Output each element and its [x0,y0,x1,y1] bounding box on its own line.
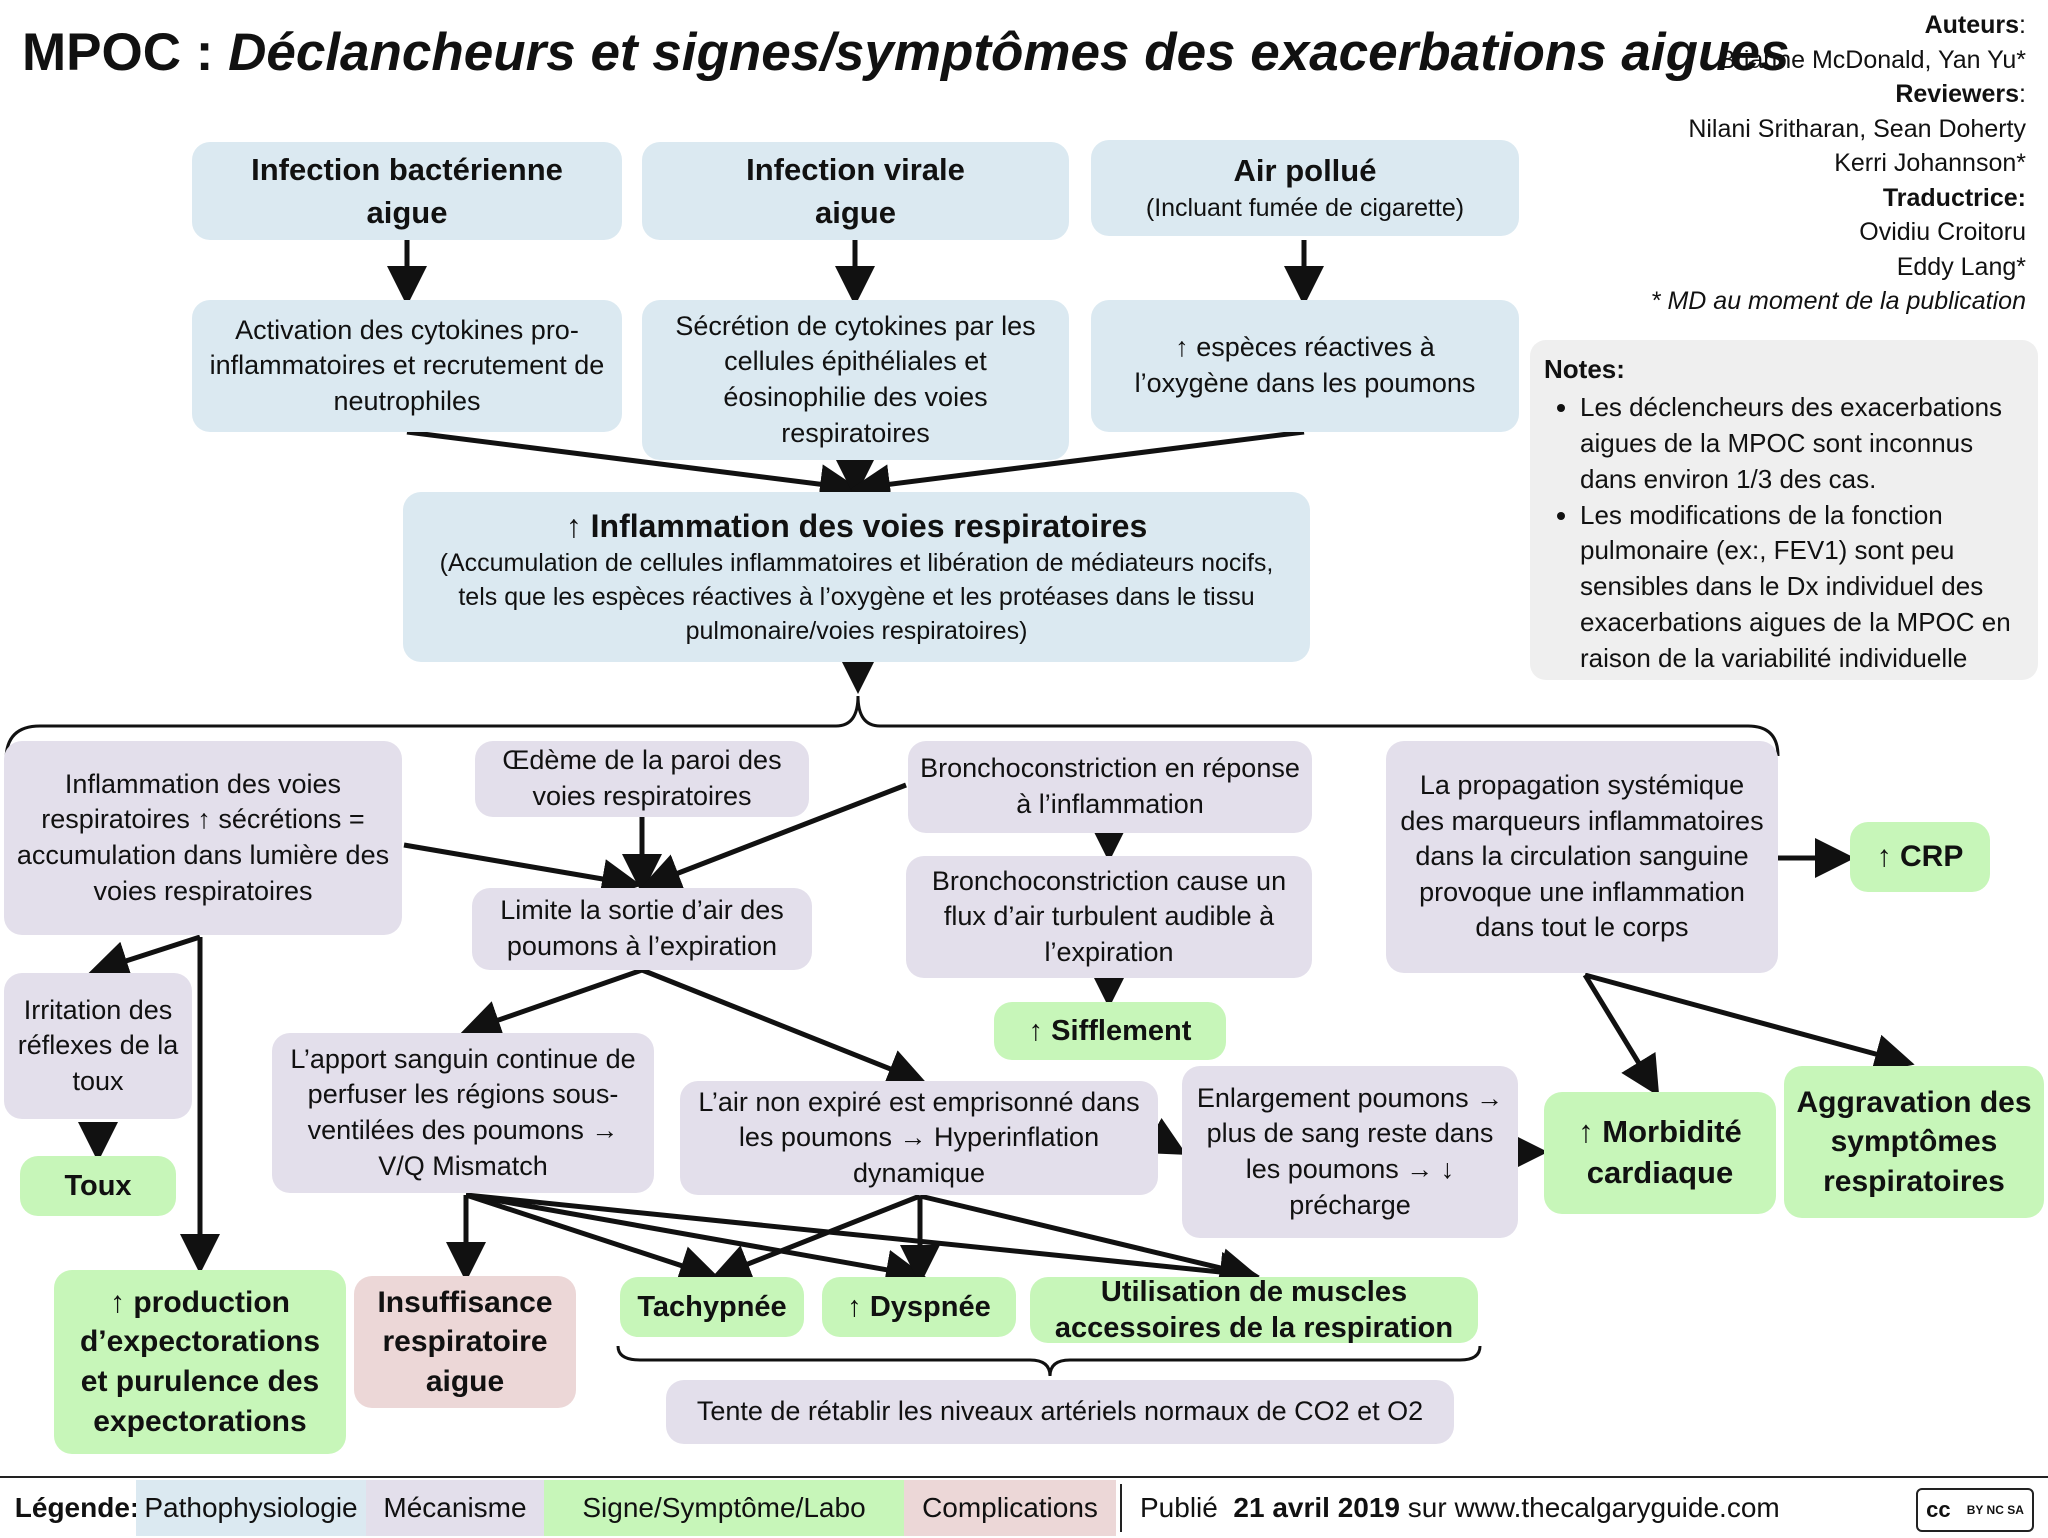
bacterial-infection-box: Infection bactérienne aigue [192,142,622,240]
cough-sign-box: Toux [20,1156,176,1216]
sputum-sign-box: ↑ production d’expectorations et purulen… [54,1270,346,1454]
hyperinflation-box: L’air non expiré est emprisonné dans les… [680,1081,1158,1195]
airway-inflammation-box: ↑ Inflammation des voies respiratoires (… [403,492,1310,662]
authors-block: Auteurs: Brianne McDonald, Yan Yu* Revie… [1650,11,2026,315]
notes-item: Les déclencheurs des exacerbations aigue… [1580,390,2024,498]
wall-edema-box: Œdème de la paroi des voies respiratoire… [475,741,809,817]
notes-list: Les déclencheurs des exacerbations aigue… [1544,390,2024,677]
md-note: * MD au moment de la publication [1650,287,2026,315]
cc-license-icon: cc BY NC SA [1916,1488,2034,1532]
legend-divider [1120,1484,1122,1532]
legend-label: Légende: [14,1492,140,1523]
wheeze-sign-box: ↑ Sifflement [994,1002,1226,1060]
page-title-italic: Déclancheurs et signes/symptômes des exa… [228,23,1790,82]
systemic-inflammation-box: La propagation systémique des marqueurs … [1386,741,1778,973]
accessory-muscles-sign-box: Utilisation de muscles accessoires de la… [1030,1276,1478,1344]
dyspnea-sign-box: ↑ Dyspnée [822,1277,1016,1337]
lung-enlargement-box: Enlargement poumons → plus de sang reste… [1182,1066,1518,1238]
publication-info: Publié 21 avril 2019 sur www.thecalgaryg… [1140,1492,1780,1523]
air-mechanism-box: ↑ espèces réactives à l’oxygène dans les… [1091,300,1519,432]
translator-label: Traductrice: [1882,183,2026,212]
legend-mechanism: Mécanisme [366,1480,544,1536]
legend-sign: Signe/Symptôme/Labo [544,1480,904,1536]
respiratory-worsening-sign-box: Aggravation des symptômes respiratoires [1784,1066,2044,1218]
crp-sign-box: ↑ CRP [1850,822,1990,892]
reviewers-line1: Nilani Sritharan, Sean Doherty [1688,114,2026,143]
translator-line1: Ovidiu Croitoru [1859,218,2026,246]
cardiac-morbidity-sign-box: ↑ Morbidité cardiaque [1544,1092,1776,1214]
footer: Légende: Pathophysiologie Mécanisme Sign… [0,1476,2048,1538]
airflow-limit-box: Limite la sortie d’air des poumons à l’e… [472,888,812,970]
viral-mechanism-box: Sécrétion de cytokines par les cellules … [642,300,1069,460]
reviewers-line2: Kerri Johannson* [1834,149,2026,177]
air-pollution-box: Air pollué (Incluant fumée de cigarette) [1091,140,1519,236]
bronchoconstriction-box: Bronchoconstriction en réponse à l’infla… [908,741,1312,833]
translator-line2: Eddy Lang* [1896,252,2026,281]
authors-label: Auteurs [1924,11,2020,39]
tachypnea-sign-box: Tachypnée [620,1277,804,1337]
notes-panel: Notes: Les déclencheurs des exacerbation… [1530,340,2038,680]
legend-complications: Complications [904,1480,1116,1536]
viral-infection-box: Infection virale aigue [642,142,1069,240]
secretions-box: Inflammation des voies respiratoires ↑ s… [4,741,402,935]
notes-title: Notes: [1544,354,1625,384]
vq-mismatch-box: L’apport sanguin continue de perfuser le… [272,1033,654,1193]
bacterial-mechanism-box: Activation des cytokines pro-inflammatoi… [192,300,622,432]
turbulent-flow-box: Bronchoconstriction cause un flux d’air … [906,856,1312,978]
authors-names: Brianne McDonald, Yan Yu* [1718,45,2026,74]
page-title: MPOC : Déclancheurs et signes/symptômes … [22,23,1790,82]
restore-gases-box: Tente de rétablir les niveaux artériels … [666,1380,1454,1444]
notes-item: Les modifications de la fonction pulmona… [1580,498,2024,677]
legend-pathophysiology: Pathophysiologie [136,1480,366,1536]
cough-reflex-box: Irritation des réflexes de la toux [4,973,192,1119]
respiratory-failure-box: Insuffisance respiratoire aigue [354,1276,576,1408]
reviewers-label: Reviewers [1895,80,2020,108]
